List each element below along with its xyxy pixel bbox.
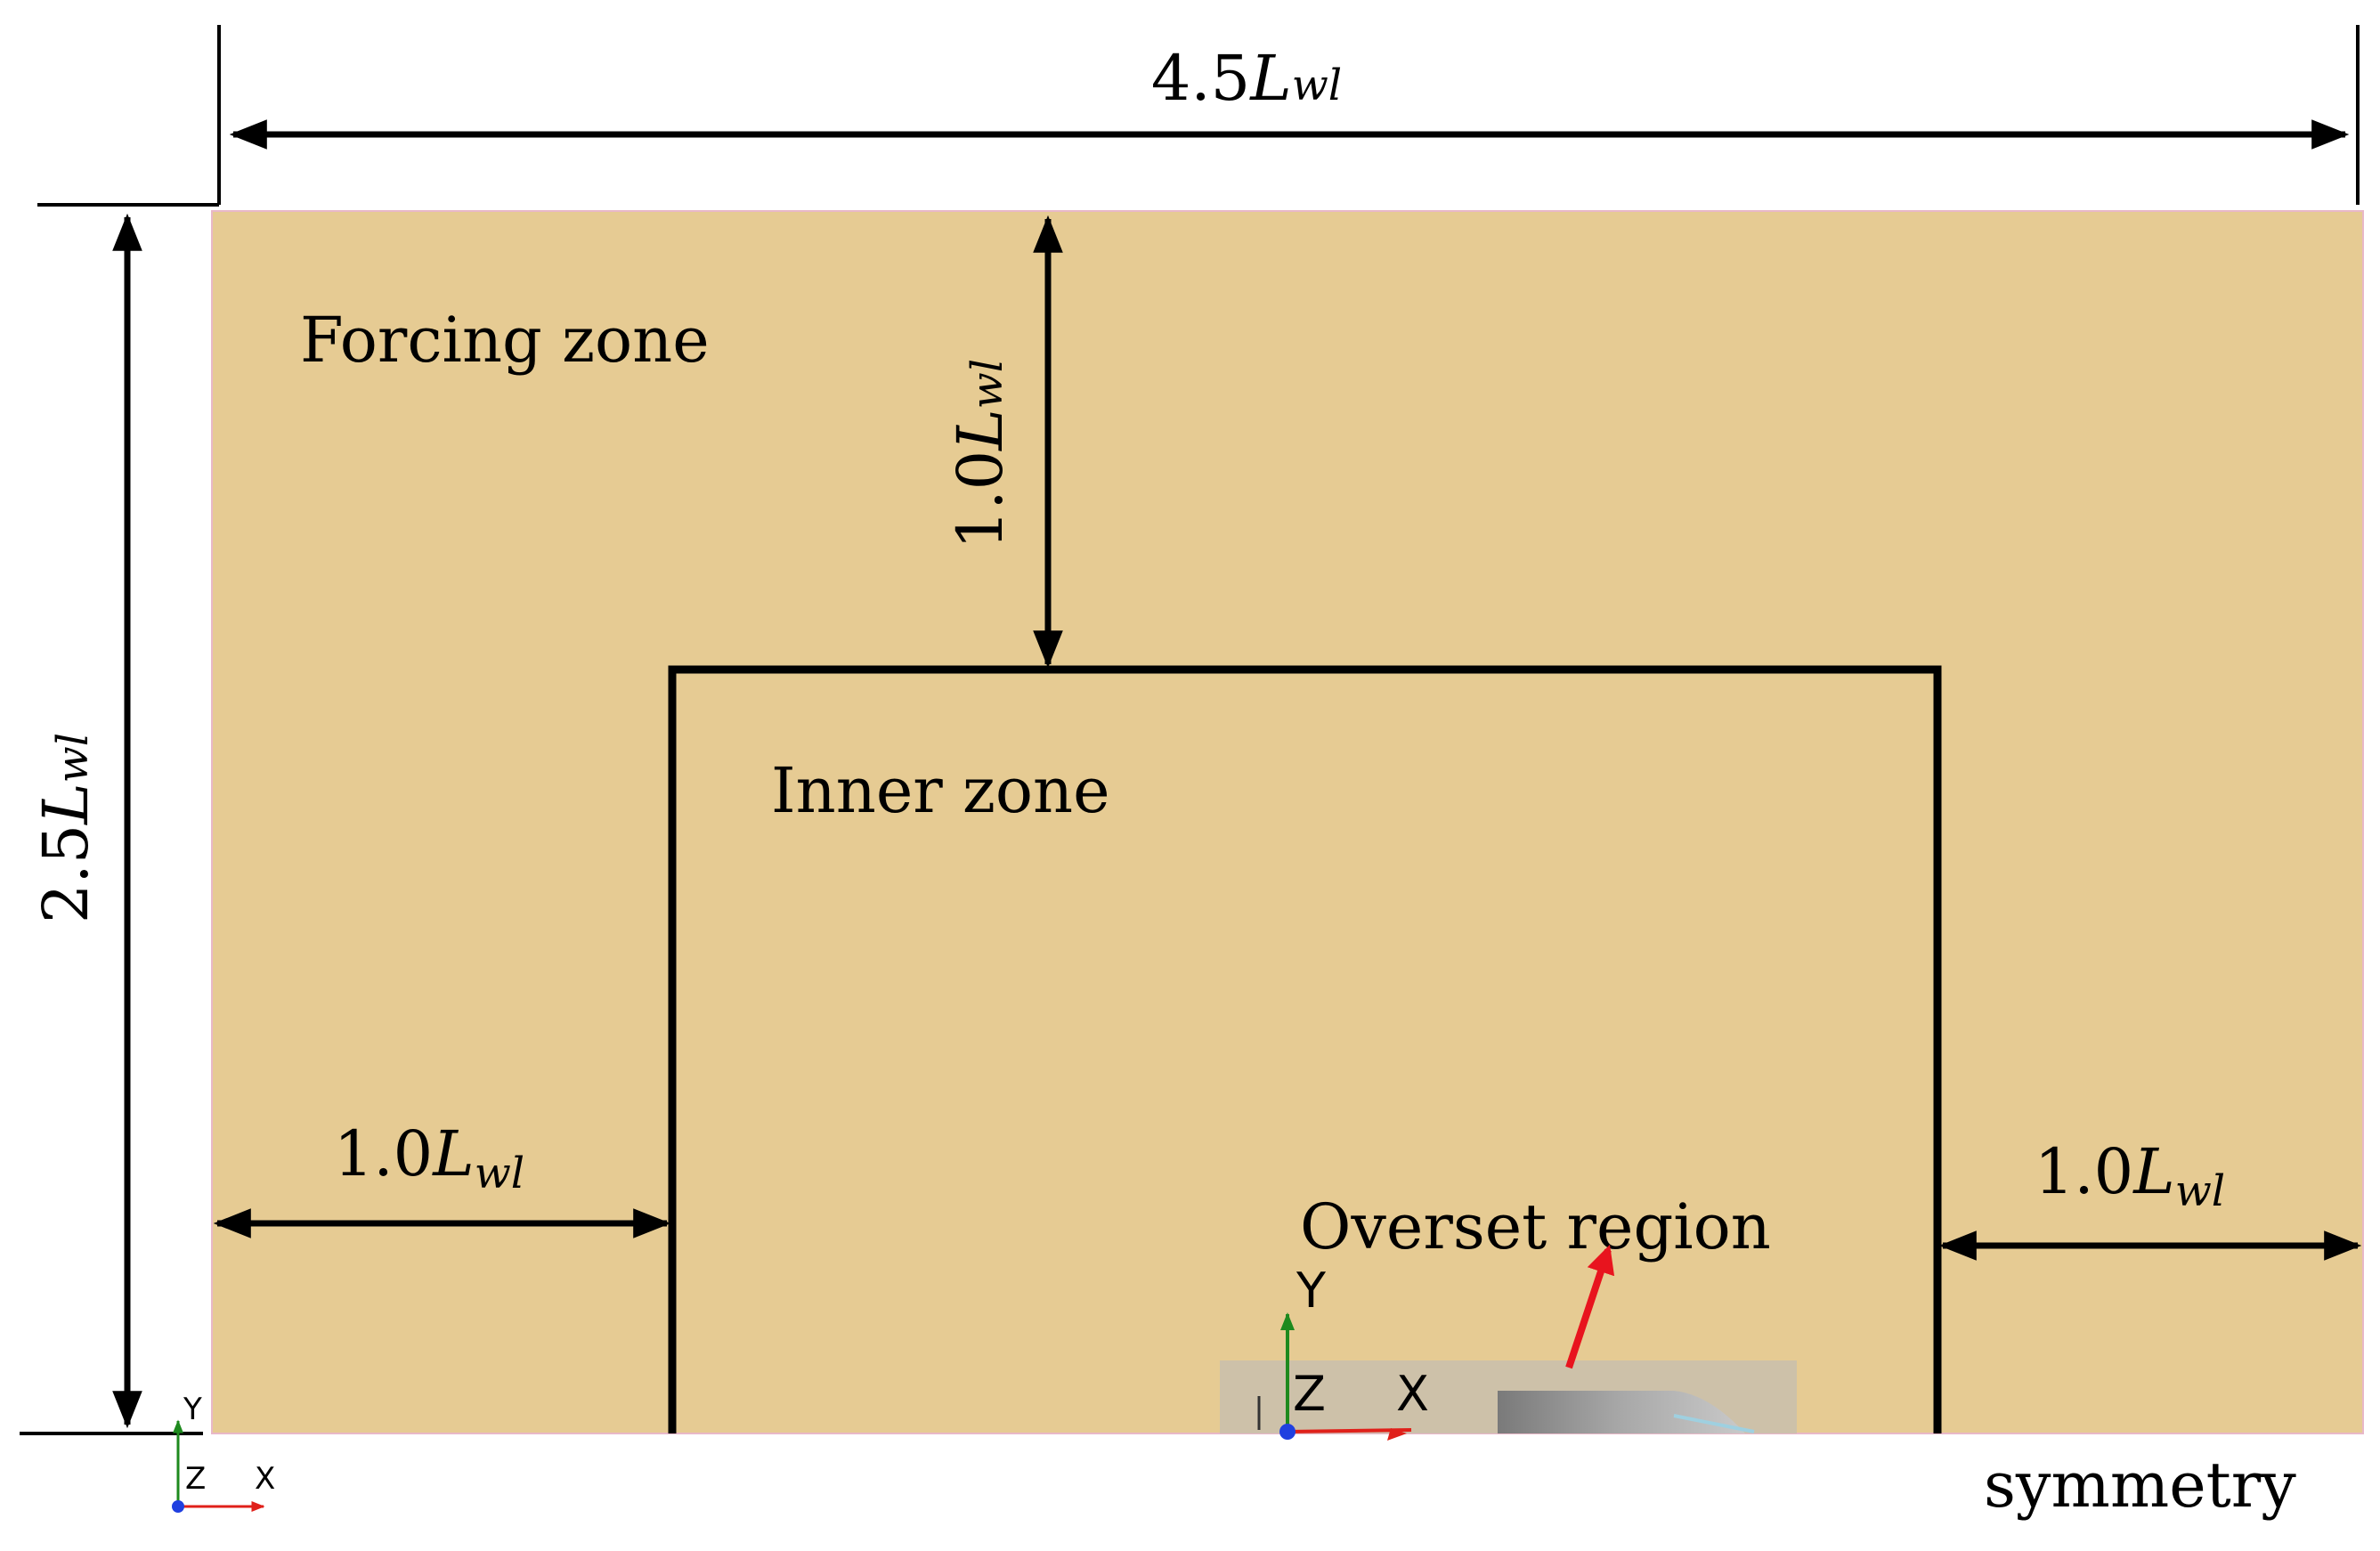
inner-zone-boundary (668, 665, 1942, 1433)
total-width-label: 4.5Lwl (1151, 42, 1342, 115)
total-height-label: 2.5Lwl (29, 733, 102, 923)
inner-zone-label: Inner zone (771, 754, 1110, 827)
left-gap-label: 1.0Lwl (334, 1117, 524, 1198)
coordinate-axes-icon: Y Z X (1279, 1263, 1429, 1441)
forcing-zone-area (211, 210, 2364, 1434)
red-arrow-icon (1565, 1244, 1615, 1369)
top-gap-label: 1.0Lwl (944, 359, 1017, 549)
corner-axes-icon: Y Z X (172, 1392, 275, 1513)
main-axis-z-label: Z (1293, 1366, 1326, 1422)
symmetry-label: symmetry (1984, 1449, 2296, 1522)
hull-shape (1498, 1391, 1745, 1433)
corner-axis-x-label: X (255, 1461, 275, 1497)
overset-region-label: Overset region (1300, 1190, 1771, 1263)
hull-waterline (1673, 1414, 1755, 1433)
corner-axis-y-label: Y (183, 1392, 202, 1427)
forcing-zone-label: Forcing zone (300, 304, 710, 377)
main-axis-x-label: X (1396, 1366, 1429, 1422)
right-gap-label: 1.0Lwl (2035, 1135, 2225, 1216)
main-axis-y-label: Y (1296, 1263, 1327, 1319)
corner-axis-z-label: Z (185, 1461, 206, 1497)
